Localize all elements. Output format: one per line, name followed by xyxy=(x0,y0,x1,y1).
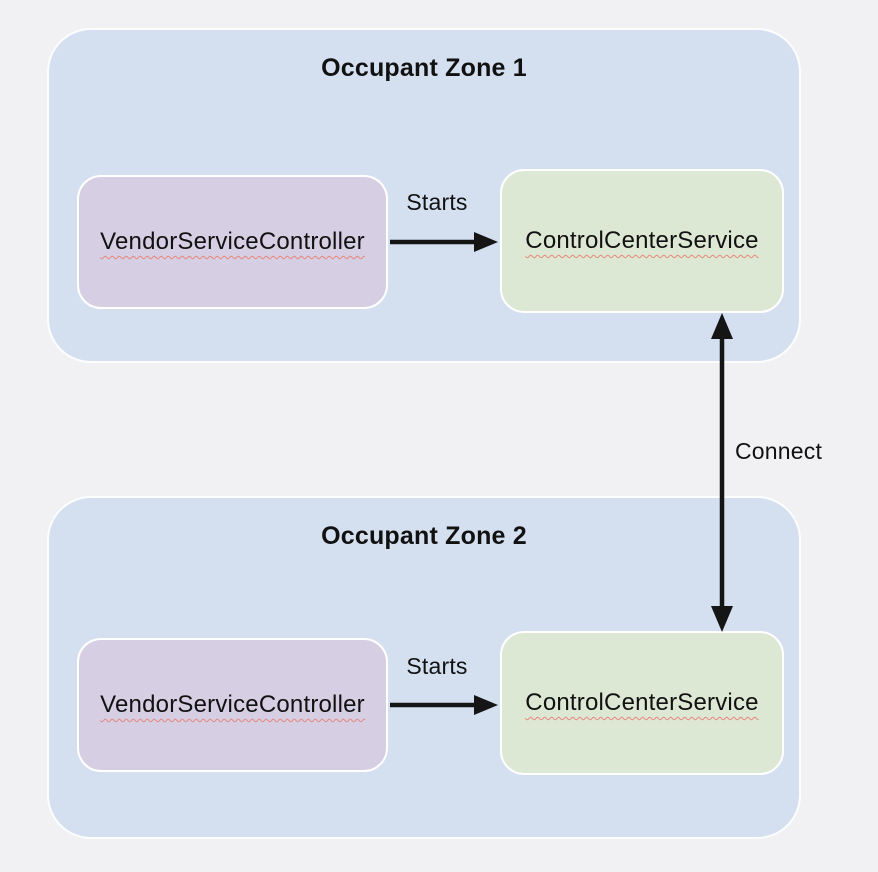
node-control-center-service-2: ControlCenterService xyxy=(500,631,784,775)
node-label-service-1: ControlCenterService xyxy=(525,227,759,254)
node-control-center-service-1: ControlCenterService xyxy=(500,169,784,313)
edge-label-connect: Connect xyxy=(735,438,823,464)
node-vendor-service-controller-2: VendorServiceController xyxy=(77,638,388,772)
zone-2-title: Occupant Zone 2 xyxy=(321,522,527,550)
node-vendor-service-controller-1: VendorServiceController xyxy=(77,175,388,309)
zone-1-title: Occupant Zone 1 xyxy=(321,54,527,82)
edge-label-starts-1: Starts xyxy=(406,189,468,215)
node-label-vendor-1: VendorServiceController xyxy=(100,228,365,255)
node-label-service-2: ControlCenterService xyxy=(525,689,759,716)
node-label-vendor-2: VendorServiceController xyxy=(100,691,365,718)
edge-label-starts-2: Starts xyxy=(406,653,468,679)
